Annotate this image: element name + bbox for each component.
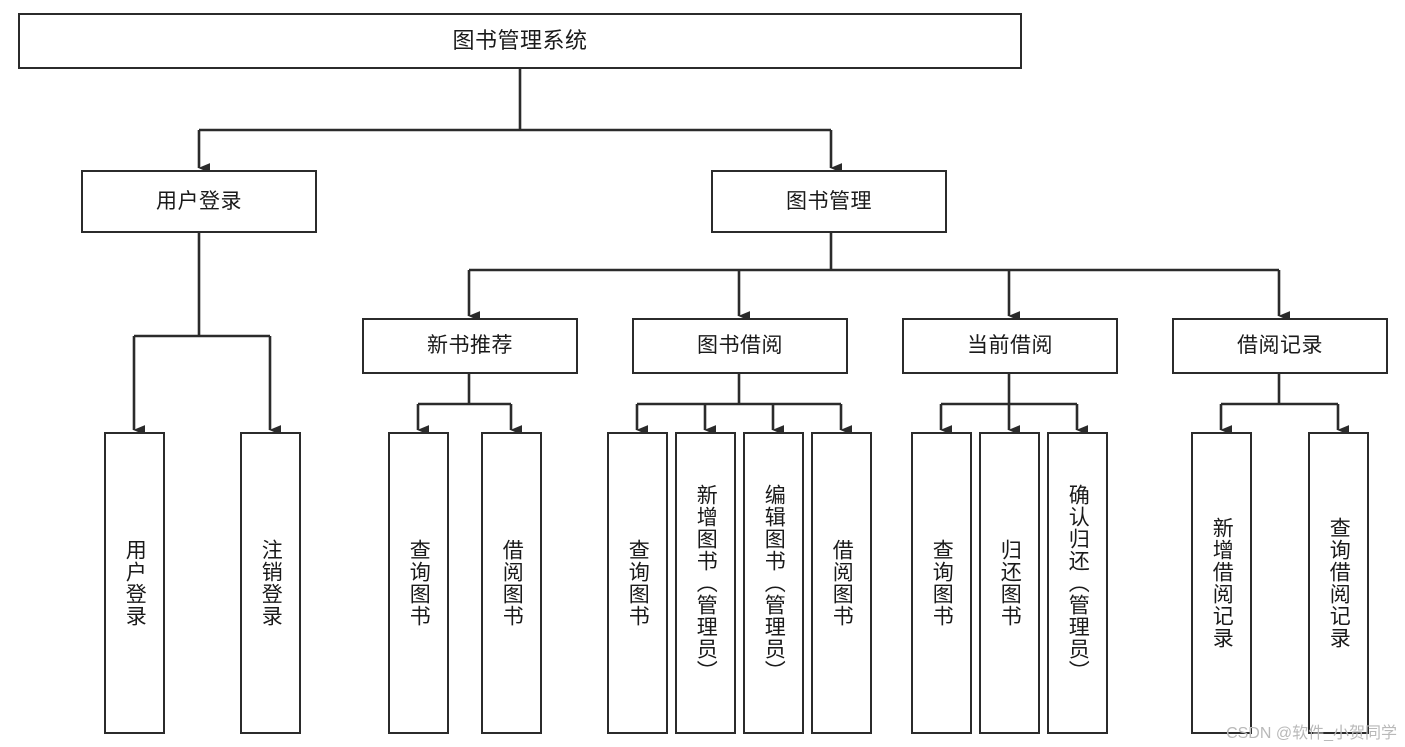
node-label-leaf-edit-book: 编辑图书（管理员） — [762, 484, 786, 682]
node-label-book-borrow: 图书借阅 — [697, 334, 783, 358]
node-leaf-logout-login[interactable]: 注销登录 — [240, 432, 301, 734]
node-label-borrow-record: 借阅记录 — [1237, 334, 1323, 358]
node-label-leaf-query-book-3: 查询图书 — [930, 539, 954, 627]
node-leaf-add-borrow-record[interactable]: 新增借阅记录 — [1191, 432, 1252, 734]
node-new-book-recommend[interactable]: 新书推荐 — [362, 318, 578, 374]
node-book-borrow[interactable]: 图书借阅 — [632, 318, 848, 374]
node-leaf-borrow-book-1[interactable]: 借阅图书 — [481, 432, 542, 734]
node-label-leaf-user-login: 用户登录 — [123, 539, 147, 627]
node-leaf-query-book-2[interactable]: 查询图书 — [607, 432, 668, 734]
node-leaf-borrow-book-2[interactable]: 借阅图书 — [811, 432, 872, 734]
node-current-borrow[interactable]: 当前借阅 — [902, 318, 1118, 374]
node-label-book-management: 图书管理 — [786, 189, 872, 213]
node-label-leaf-return-book: 归还图书 — [998, 539, 1022, 627]
node-leaf-query-book-1[interactable]: 查询图书 — [388, 432, 449, 734]
node-label-leaf-query-book-1: 查询图书 — [407, 539, 431, 627]
node-label-leaf-query-book-2: 查询图书 — [626, 539, 650, 627]
node-leaf-user-login[interactable]: 用户登录 — [104, 432, 165, 734]
node-label-leaf-borrow-book-2: 借阅图书 — [830, 539, 854, 627]
node-leaf-add-book[interactable]: 新增图书（管理员） — [675, 432, 736, 734]
node-label-leaf-query-borrow-record: 查询借阅记录 — [1327, 517, 1351, 649]
node-leaf-return-book[interactable]: 归还图书 — [979, 432, 1040, 734]
node-label-leaf-add-book: 新增图书（管理员） — [694, 484, 718, 682]
node-label-root: 图书管理系统 — [452, 27, 588, 53]
node-borrow-record[interactable]: 借阅记录 — [1172, 318, 1388, 374]
node-user-login[interactable]: 用户登录 — [81, 170, 317, 233]
node-label-user-login: 用户登录 — [156, 189, 242, 213]
watermark-csdn: CSDN @软件_小贺同学 — [1226, 725, 1397, 742]
node-leaf-query-book-3[interactable]: 查询图书 — [911, 432, 972, 734]
node-label-leaf-logout-login: 注销登录 — [259, 539, 283, 627]
node-book-management[interactable]: 图书管理 — [711, 170, 947, 233]
node-leaf-query-borrow-record[interactable]: 查询借阅记录 — [1308, 432, 1369, 734]
node-leaf-edit-book[interactable]: 编辑图书（管理员） — [743, 432, 804, 734]
node-label-leaf-add-borrow-record: 新增借阅记录 — [1210, 517, 1234, 649]
node-label-current-borrow: 当前借阅 — [967, 334, 1053, 358]
node-root-library-management-system[interactable]: 图书管理系统 — [18, 13, 1022, 69]
node-label-leaf-confirm-return: 确认归还（管理员） — [1066, 484, 1090, 682]
node-label-new-book-recommend: 新书推荐 — [427, 334, 513, 358]
node-label-leaf-borrow-book-1: 借阅图书 — [500, 539, 524, 627]
node-leaf-confirm-return[interactable]: 确认归还（管理员） — [1047, 432, 1108, 734]
